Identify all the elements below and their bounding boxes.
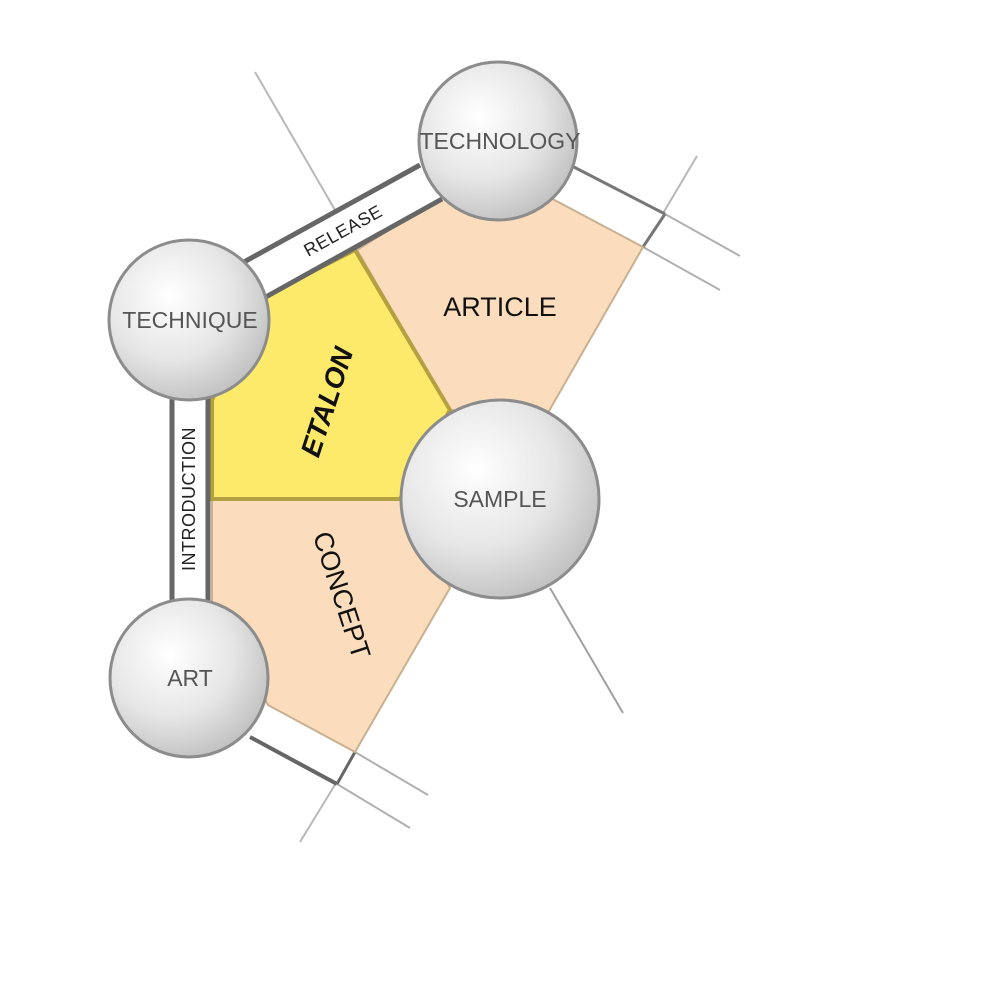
technology-tail (560, 163, 741, 291)
edge-label-introduction: INTRODUCTION (179, 427, 199, 571)
ray-lower-right (549, 587, 624, 714)
release-band (242, 162, 444, 301)
regions (210, 193, 645, 754)
region-label-article: ARTICLE (443, 292, 557, 322)
node-technology-label: TECHNOLOGY (419, 128, 580, 154)
node-sample: SAMPLE (399, 398, 601, 600)
ray-top-left (254, 71, 336, 211)
node-art: ART (108, 597, 270, 759)
node-technique-label: TECHNIQUE (122, 307, 257, 333)
node-technology: TECHNOLOGY (417, 60, 581, 222)
introduction-band (169, 395, 211, 605)
node-sample-label: SAMPLE (453, 486, 546, 512)
art-tail (245, 710, 429, 829)
node-technique-sphere (107, 238, 271, 402)
node-technique: TECHNIQUE (107, 238, 271, 402)
node-sample-sphere (399, 398, 601, 600)
node-art-label: ART (167, 665, 213, 691)
node-technology-sphere (417, 60, 579, 222)
node-art-sphere (108, 597, 270, 759)
